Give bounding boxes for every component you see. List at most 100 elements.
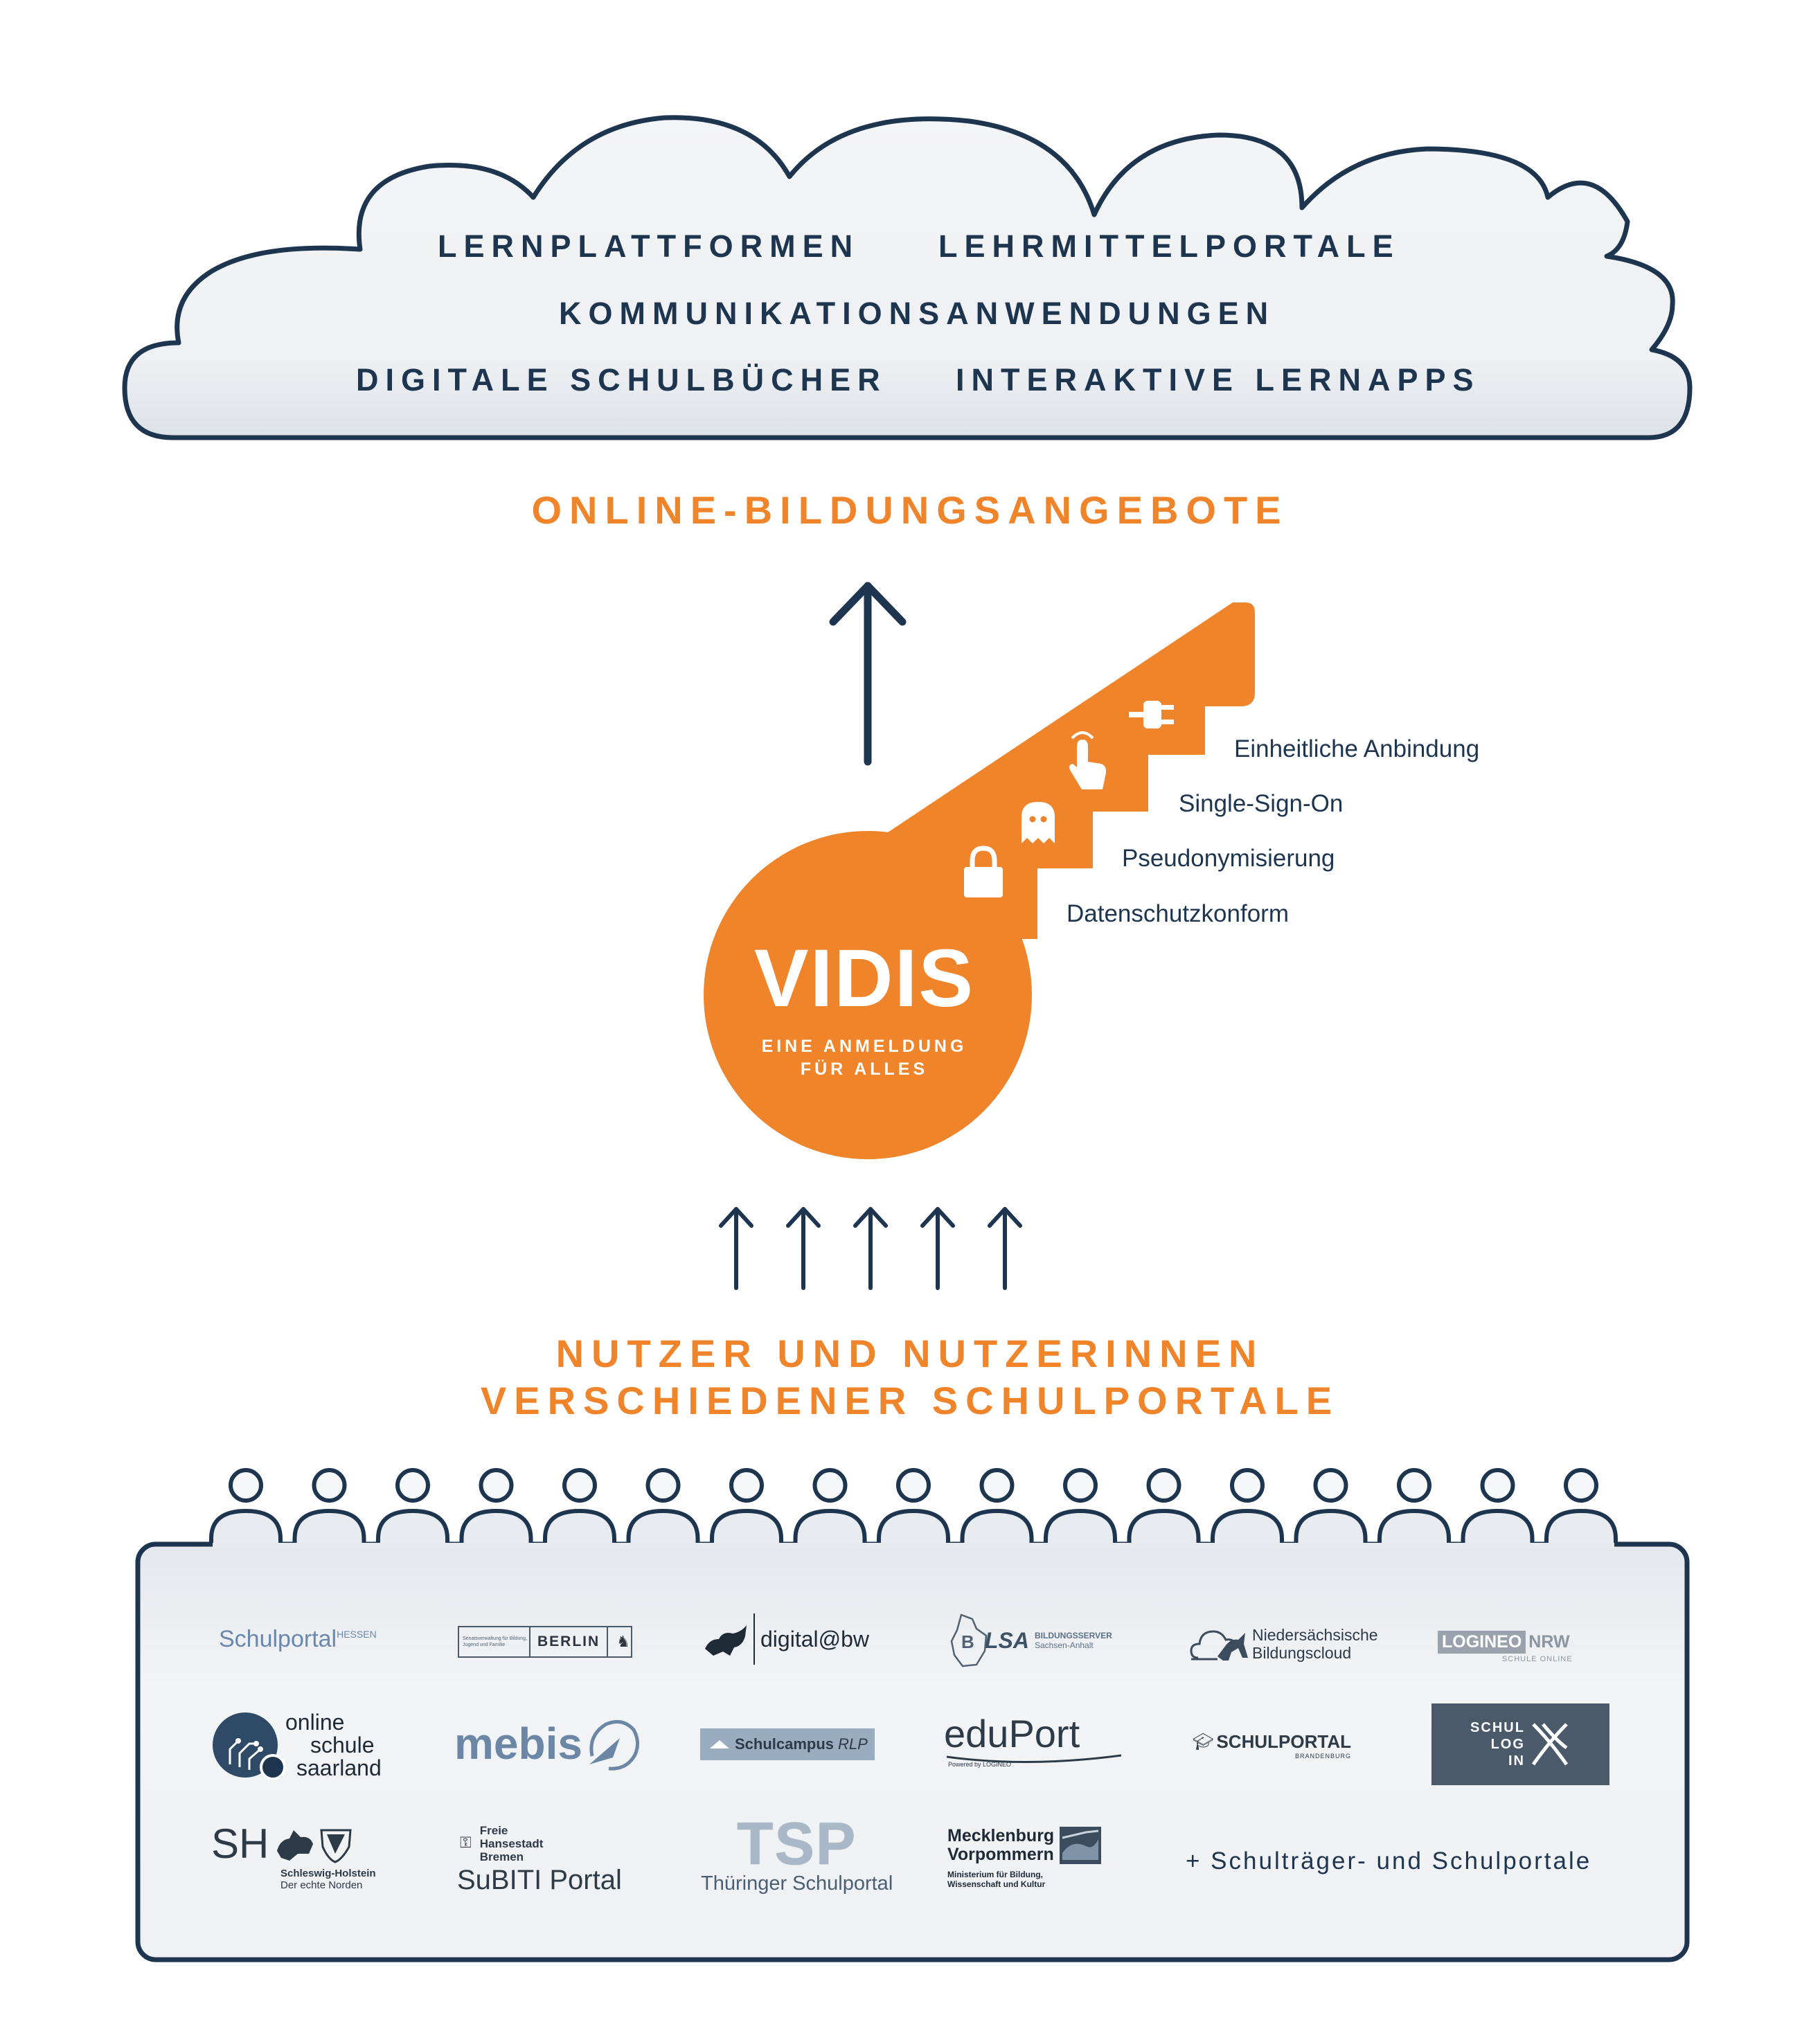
bw-divider [753,1613,755,1665]
lsa-name: LSA [985,1627,1029,1653]
person-head [1146,1468,1181,1503]
logineo-sub: SCHULE ONLINE [1501,1655,1573,1663]
feature-einheitliche-anbindung: Einheitliche Anbindung [1234,735,1480,762]
mv-text: Mecklenburg Vorpommern [947,1827,1054,1864]
person-shoulders [209,1508,283,1546]
bb-sub: BRANDENBURG [1294,1753,1351,1760]
person-head [1063,1468,1098,1503]
rlp-roof-icon [710,1740,729,1748]
online-heading: ONLINE-BILDUNGSANGEBOTE [531,488,1289,532]
logo-schleswig-holstein: SH Schleswig-Holstein Der echte Norden [211,1820,376,1891]
people-shoulders [209,1508,1618,1548]
saarland-circuit-icon [213,1712,286,1780]
person-head [812,1468,848,1503]
users-heading-line1: NUTZER UND NUTZERINNEN [555,1332,1265,1375]
logo-berlin: Senatsverwaltung für Bildung, Jugend und… [458,1626,632,1658]
person-shoulders [793,1508,867,1546]
bb-name: SCHULPORTAL [1216,1731,1351,1752]
person-head [979,1468,1015,1503]
saarland-line1: online [285,1709,345,1735]
tsp-abbr: TSP [737,1811,857,1877]
tap-icon [1069,731,1107,789]
logineo-name1: LOGINEO [1438,1631,1526,1654]
plug-icon [1129,701,1174,728]
sh-row: SH [211,1820,356,1868]
feature-pseudonymisierung: Pseudonymisierung [1122,845,1335,872]
feature-datenschutzkonform: Datenschutzkonform [1067,900,1289,927]
person-head [395,1468,430,1503]
sh-abbr: SH [211,1820,269,1867]
rlp-name: Schulcampus [735,1735,835,1753]
eduport-name2: Port [1008,1712,1080,1755]
person-shoulders [877,1508,950,1546]
mebis-swoosh-icon [589,1719,639,1771]
person-head [1397,1468,1431,1503]
lsa-map-icon: B [950,1613,988,1667]
sli-line2: LOG [1490,1737,1525,1752]
person-head [645,1468,681,1503]
person-shoulders [1127,1508,1201,1546]
bremen-text: Freie Hansestadt Bremen [480,1824,544,1863]
berlin-bear-icon: ♞ [616,1633,630,1650]
person-head [729,1468,764,1503]
cloud-item-lehrmittelportale: LEHRMITTELPORTALE [938,229,1400,264]
lock-icon [964,846,1003,897]
hessen-main: Schulportal [219,1626,337,1652]
logo-subiti-bremen: ⚿ Freie Hansestadt Bremen SuBITI Portal [457,1824,622,1896]
person-head [1230,1468,1265,1503]
shoulder-joint-cover [213,1543,1614,1548]
bremen-line1: Freie [479,1824,508,1837]
logo-digital-bw: digital@bw [702,1613,869,1665]
saarland-line2: schule [310,1732,375,1757]
cloud-item-lernplattformen: LERNPLATTFORMEN [438,229,860,264]
berlin-divider [529,1627,530,1656]
logo-thueringer-schulportal: TSP Thüringer Schulportal [701,1814,893,1895]
logineo-row: LOGINEO NRW [1438,1631,1573,1654]
ghost-icon [1021,802,1055,843]
nds-text: Niedersächsische Bildungscloud [1252,1626,1378,1662]
person-shoulders [376,1508,449,1546]
bremen-key-icon: ⚿ [460,1834,472,1851]
cloud-item-interaktive-lernapps: INTERAKTIVE LERNAPPS [956,362,1481,397]
logo-mebis: mebis [454,1715,641,1773]
eduport-sub: Powered by LOGINEO [948,1761,1012,1768]
person-head [896,1468,931,1503]
person-shoulders [1377,1508,1451,1546]
logo-schulportal-brandenburg: 🎓︎ SCHULPORTAL BRANDENBURG [1193,1731,1351,1760]
cloud-item-digitale-schulbuecher: DIGITALE SCHULBÜCHER [356,362,887,397]
person-shoulders [710,1508,783,1546]
tsp-name: Thüringer Schulportal [701,1872,893,1895]
lsa-sub2: Sachsen-Anhalt [1035,1640,1094,1650]
person-shoulders [1461,1508,1535,1546]
up-arrow-large [829,582,907,766]
eduport-row: edu Port [944,1714,1080,1754]
vidis-title: VIDIS [753,933,975,1024]
bremen-line2: Hansestadt [479,1837,544,1850]
person-shoulders [1211,1508,1284,1546]
mebis-name: mebis [454,1719,582,1769]
saarland-text: online schule saarland [285,1709,382,1780]
person-shoulders [1294,1508,1368,1546]
nds-line2: Bildungscloud [1252,1644,1352,1662]
logineo-name2: NRW [1528,1632,1570,1652]
mv-line2: Vorpommern [947,1845,1054,1864]
logo-schul-log-in: SCHUL LOG IN [1431,1703,1609,1785]
up-arrows-small [719,1207,1022,1290]
hessen-sup: HESSEN [337,1629,377,1640]
eduport-name1: edu [944,1712,1009,1755]
lsa-sub1: BILDUNGSSERVER [1035,1631,1112,1640]
person-shoulders [1044,1508,1117,1546]
person-shoulders [292,1508,366,1546]
logo-logineo-nrw: LOGINEO NRW SCHULE ONLINE [1438,1631,1573,1663]
person-head [312,1468,347,1503]
bremen-row: ⚿ Freie Hansestadt Bremen [457,1824,543,1863]
saarland-line3: saarland [296,1755,382,1780]
bremen-line3: Bremen [479,1850,524,1863]
person-head [1313,1468,1348,1503]
bremen-name: SuBITI Portal [457,1865,622,1895]
sli-line3: IN [1508,1753,1525,1769]
mv-line1: Mecklenburg [947,1826,1055,1845]
lsa-sub: BILDUNGSSERVER Sachsen-Anhalt [1035,1631,1112,1650]
mv-sub1: Ministerium für Bildung, [947,1870,1043,1879]
